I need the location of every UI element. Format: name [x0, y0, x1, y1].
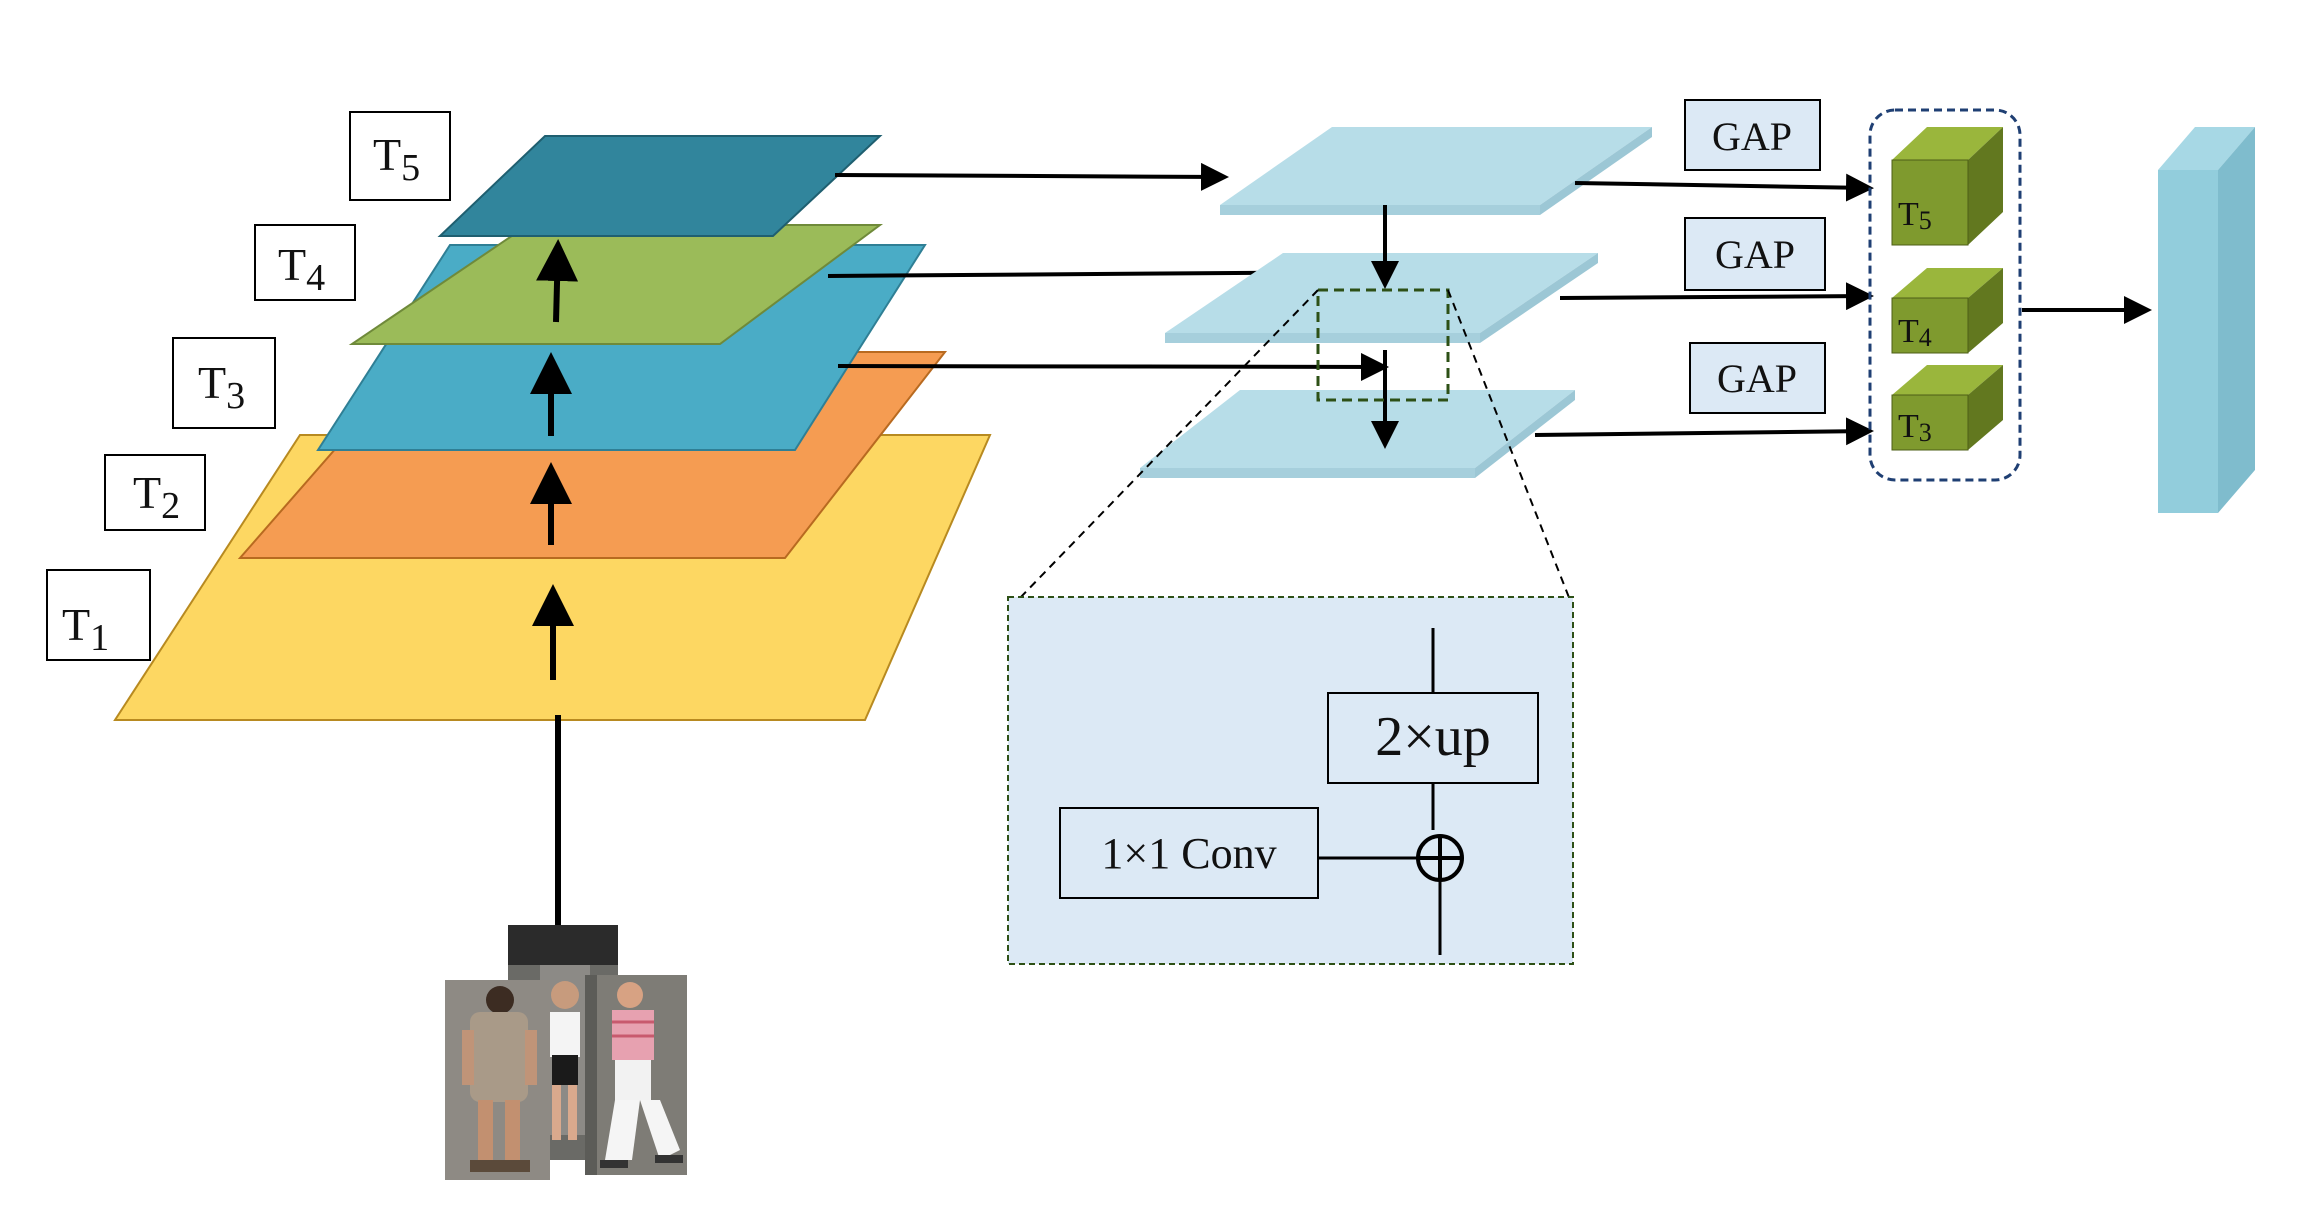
- pyramid-up-arrows: [530, 239, 579, 925]
- conv-box: 1×1 Conv: [1059, 807, 1319, 899]
- backbone-pyramid: [113, 135, 992, 721]
- fpn-plane-top: [1220, 127, 1652, 215]
- label-box-t3: T3: [172, 337, 276, 429]
- zoom-line-left: [1017, 289, 1319, 601]
- arrow-gap-bottom: [1534, 417, 1874, 446]
- svg-text:T5: T5: [373, 129, 420, 189]
- svg-text:1×1 Conv: 1×1 Conv: [1101, 829, 1276, 878]
- svg-text:GAP: GAP: [1717, 356, 1797, 401]
- svg-text:T3: T3: [1898, 408, 1932, 447]
- label-box-t5: T5: [349, 111, 451, 201]
- final-feature-vector: [2158, 127, 2255, 513]
- input-person-images: [445, 925, 687, 1180]
- arrow-t5-lateral: [834, 162, 1229, 191]
- label-box-t2: T2: [104, 454, 206, 531]
- gap-label-bottom: GAP: [1689, 342, 1826, 414]
- fpn-plane-middle: [1165, 253, 1598, 343]
- person-image-right: [585, 975, 687, 1175]
- svg-text:GAP: GAP: [1712, 114, 1792, 159]
- svg-text:2×up: 2×up: [1375, 706, 1491, 768]
- svg-text:T1: T1: [62, 599, 109, 659]
- zoom-region-box: [1316, 288, 1450, 402]
- inset-detail: 2×up 1×1 Conv ⊕: [1007, 596, 1574, 965]
- svg-text:T4: T4: [1898, 313, 1932, 352]
- arrow-gap-middle: [1559, 282, 1874, 311]
- plane-t5: [437, 135, 883, 237]
- arrow-t4-to-t5: [536, 239, 579, 323]
- gap-label-top: GAP: [1684, 99, 1821, 171]
- gap-arrows: [1534, 173, 1874, 446]
- arrow-gap-top: [1574, 173, 1874, 202]
- label-box-t4: T4: [254, 224, 356, 301]
- svg-text:T2: T2: [133, 467, 180, 527]
- svg-text:T3: T3: [198, 357, 245, 417]
- pyramid-labels: T1 T2 T3 T4 T5: [46, 111, 451, 661]
- svg-text:T5: T5: [1898, 196, 1932, 235]
- arrow-t3-lateral: [837, 352, 1389, 381]
- fpn-plane-bottom: [1140, 390, 1575, 478]
- svg-text:GAP: GAP: [1715, 232, 1795, 277]
- pooled-features-group: T5 T4 T3: [1868, 108, 2022, 482]
- label-box-t1: T1: [46, 569, 151, 661]
- gap-labels: GAP GAP GAP: [1684, 99, 1826, 414]
- cube-t5: T5: [1891, 127, 2003, 246]
- cube-t3: T3: [1891, 365, 2003, 451]
- fpn-planes: [1140, 127, 1652, 478]
- cube-t4: T4: [1891, 268, 2003, 354]
- pooled-group-border: [1868, 108, 2022, 482]
- gap-label-middle: GAP: [1684, 217, 1826, 291]
- svg-text:T4: T4: [278, 239, 325, 299]
- svg-text:⊕: ⊕: [1440, 857, 1441, 859]
- up-sample-box: 2×up: [1327, 692, 1539, 784]
- person-image-left: [445, 980, 550, 1180]
- plane-t4: [348, 224, 884, 345]
- plus-icon: ⊕: [1416, 834, 1464, 882]
- zoom-indicator: [1017, 288, 1571, 601]
